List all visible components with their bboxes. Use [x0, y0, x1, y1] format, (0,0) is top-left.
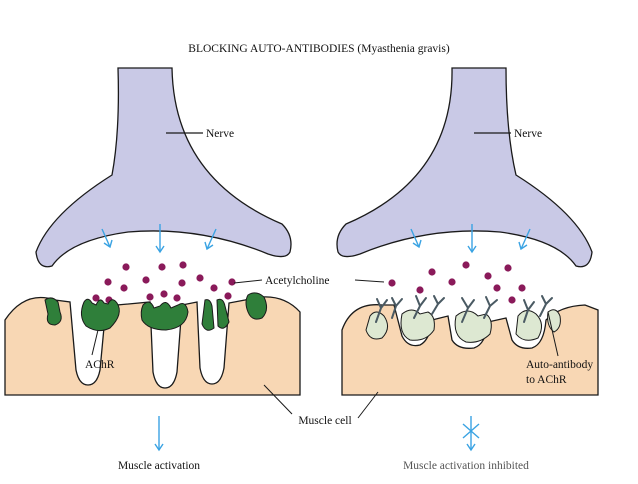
nerve-label-right: Nerve	[514, 128, 542, 140]
blocked-receptors-right	[365, 309, 561, 343]
release-arrows-right	[410, 224, 531, 254]
nerve-terminal-left	[35, 67, 292, 268]
muscle-cell-right	[341, 304, 599, 396]
outcome-arrow-left	[154, 416, 164, 452]
achr-pointer	[91, 329, 99, 356]
muscle-cell-pointer-left	[263, 384, 293, 415]
nerve-terminal-right	[336, 67, 593, 268]
auto-antibody-label-line1: Auto-antibody	[526, 359, 593, 371]
acetylcholine-pointer-right	[354, 279, 385, 283]
acetylcholine-dots-left	[92, 261, 236, 304]
achr-label: AChR	[85, 359, 115, 371]
acetylcholine-pointer-left	[233, 279, 263, 284]
achr-receptors-left	[44, 292, 268, 332]
release-arrows-left	[101, 224, 217, 254]
outcome-label-right: Muscle activation inhibited	[403, 460, 529, 472]
acetylcholine-label: Acetylcholine	[265, 275, 330, 287]
nerve-label-left: Nerve	[206, 128, 234, 140]
muscle-cell-pointer-right	[357, 391, 379, 419]
muscle-cell-left	[4, 296, 301, 396]
auto-antibodies	[375, 295, 553, 323]
acetylcholine-dots-right	[388, 261, 526, 304]
diagram-title: BLOCKING AUTO-ANTIBODIES (Myasthenia gra…	[188, 43, 450, 55]
auto-antibody-label-line2: to AChR	[526, 374, 567, 386]
muscle-cell-label: Muscle cell	[298, 415, 351, 427]
outcome-label-left: Muscle activation	[118, 460, 200, 472]
outcome-arrow-right-blocked	[462, 416, 480, 452]
auto-antibody-pointer	[547, 311, 559, 357]
